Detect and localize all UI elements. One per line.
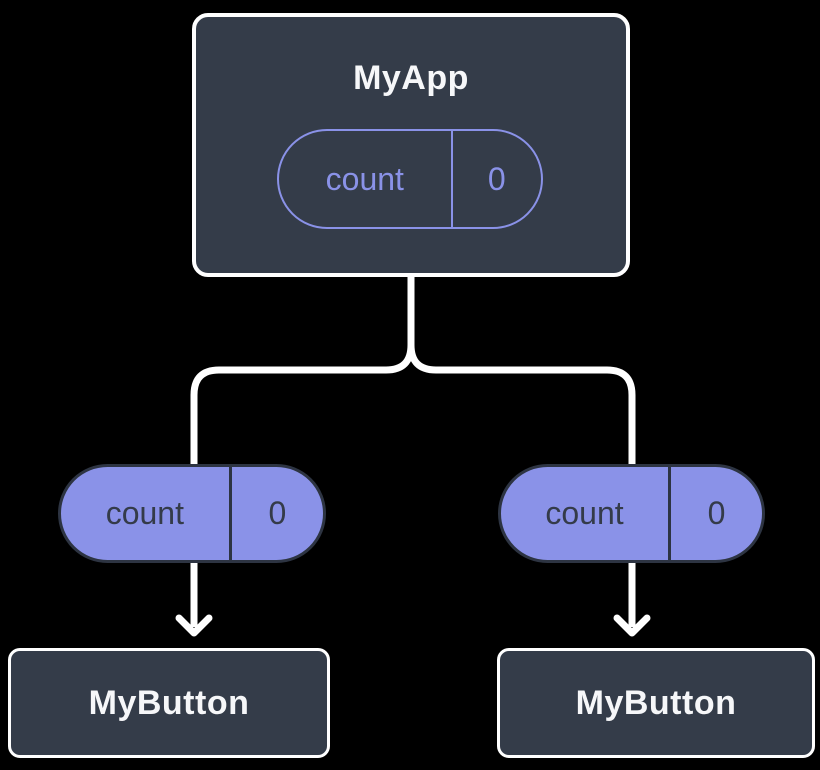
prop-arrow-right-head — [613, 614, 651, 637]
state-name-label: count — [279, 131, 453, 227]
root-component-title: MyApp — [353, 59, 469, 97]
root-state-pill: count 0 — [277, 129, 543, 229]
root-component-node: MyApp count 0 — [192, 13, 630, 277]
prop-pill-left: count 0 — [58, 464, 326, 563]
prop-name-label: count — [61, 467, 232, 560]
child-component-title: MyButton — [88, 683, 250, 722]
child-component-node-right: MyButton — [497, 648, 815, 758]
child-component-title: MyButton — [575, 683, 737, 722]
prop-name-label: count — [501, 467, 672, 560]
prop-value-label: 0 — [268, 495, 287, 531]
tree-connector-right-branch — [407, 270, 636, 470]
prop-pill-right: count 0 — [498, 464, 765, 563]
state-value-label: 0 — [487, 160, 506, 197]
tree-connector-left-branch — [190, 270, 415, 470]
prop-value-label: 0 — [707, 495, 726, 531]
child-component-node-left: MyButton — [8, 648, 330, 758]
prop-arrow-left-head — [175, 614, 213, 637]
